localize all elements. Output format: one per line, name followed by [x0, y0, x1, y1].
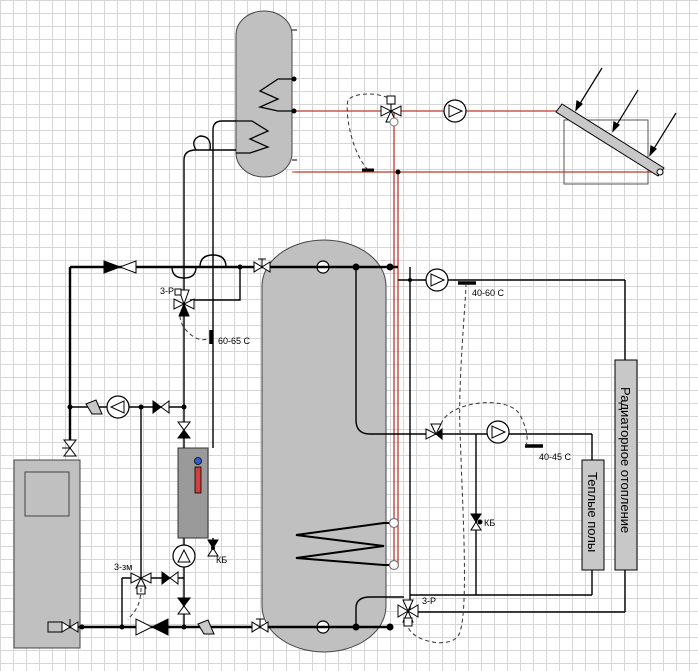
shutoff-valve-pump-side [161, 571, 179, 585]
pump-boiler [106, 395, 130, 419]
solar-collector [555, 103, 665, 185]
filter-bottom [197, 619, 215, 635]
three-way-valve-bottom-right [397, 599, 419, 627]
three-way-valve-top-left [173, 288, 195, 317]
label-3r-top: 3-Р [160, 286, 174, 296]
label-radiator-heating: Радиаторное отопление [618, 387, 633, 533]
sun-rays [575, 67, 677, 157]
solar-storage-tank [235, 10, 297, 178]
valve-top-line [253, 258, 271, 273]
label-kb-right: КБ [484, 518, 495, 528]
junction-dots [67, 169, 412, 631]
boiler-valve-top [62, 439, 77, 457]
floor-heating-unit [581, 459, 605, 571]
control-lines [127, 282, 528, 644]
label-3zm: 3-зм [114, 562, 132, 572]
coil-port [388, 559, 400, 571]
coil-port [388, 517, 400, 529]
bypass-valve-right [470, 513, 483, 531]
solar-loop [295, 110, 660, 565]
pump-solar [443, 99, 467, 123]
solar-valve-control-line [346, 93, 393, 171]
shutoff-valve-heater-top [177, 421, 191, 439]
label-3r-bottom: 3-Р [422, 596, 436, 606]
junction-dot [291, 76, 297, 82]
label-kb-left: КБ [216, 555, 227, 565]
label-temp-40-45: 40-45 С [539, 452, 572, 462]
label-temp-60-65: 60-65 С [218, 336, 251, 346]
check-valve-bottom [135, 618, 169, 636]
buffer-tank-coil [295, 522, 394, 566]
shutoff-valve-bypass [152, 400, 170, 414]
top-tank-coil-upper [257, 78, 292, 112]
three-way-valve-solar [380, 95, 402, 127]
label-temp-40-60: 40-60 С [472, 288, 505, 298]
pump-radiator [425, 268, 449, 292]
electric-heater [177, 447, 209, 539]
filter-boiler [85, 399, 103, 415]
pump-floor [486, 420, 510, 444]
boiler [13, 459, 81, 649]
pump-heater [172, 544, 196, 568]
buffer-tank [261, 239, 387, 653]
boiler-valve-bottom [47, 619, 79, 633]
radiator-heating-unit [614, 359, 638, 571]
valve-bottom-line [251, 618, 269, 633]
top-tank-coil-lower [236, 120, 270, 154]
check-valve-top [103, 260, 137, 274]
three-way-valve-floor [425, 423, 443, 441]
junction-dot [291, 108, 297, 114]
label-floor-heating: Теплые полы [585, 472, 600, 552]
bypass-valve-left [207, 539, 219, 557]
shutoff-valve-heater-bottom [177, 597, 191, 615]
